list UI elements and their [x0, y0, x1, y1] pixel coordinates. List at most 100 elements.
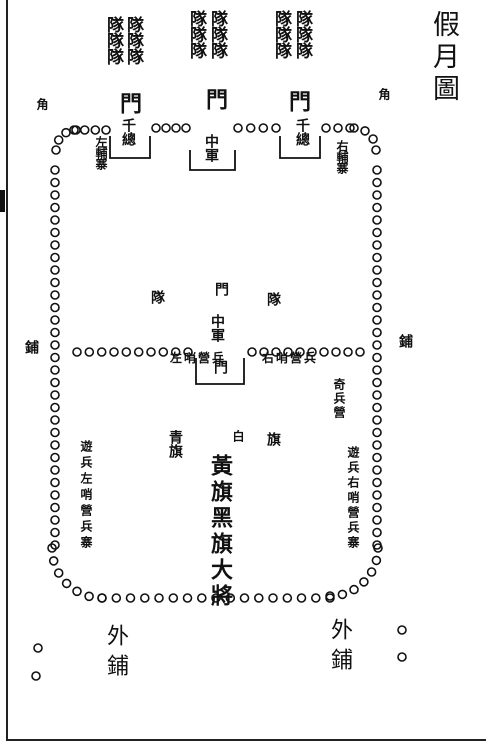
upper-note-left: 左輔寨 — [94, 136, 108, 169]
perimeter-circle — [51, 145, 61, 155]
perimeter-circle — [96, 347, 107, 357]
perimeter-circle — [161, 123, 171, 133]
perimeter-circle — [50, 452, 60, 463]
center-rank-mid: 門 — [213, 282, 229, 296]
perimeter-circle — [50, 352, 60, 363]
upper-note-right: 右輔寨 — [335, 140, 349, 173]
binding-edge-mark — [0, 190, 5, 212]
perimeter-circle — [372, 240, 382, 250]
perimeter-circle — [372, 215, 382, 225]
left-gate-bracket — [109, 136, 151, 159]
perimeter-circle — [372, 490, 382, 500]
gate-left: 門 — [116, 92, 142, 115]
lower-note-right-top: 奇兵營 — [332, 378, 346, 420]
gate-label-right: 千總 — [294, 118, 310, 146]
perimeter-circle — [333, 123, 343, 133]
perimeter-circle — [372, 315, 382, 325]
perimeter-circle — [295, 347, 305, 357]
perimeter-circle — [359, 577, 369, 587]
middle-right-flag: 旗 — [265, 432, 281, 446]
perimeter-circle — [372, 327, 382, 338]
perimeter-circle — [90, 125, 101, 135]
lower-note-right-bottom: 遊兵右哨營兵寨 — [346, 446, 360, 551]
perimeter-circle — [50, 290, 60, 300]
perimeter-circle — [372, 265, 382, 275]
perimeter-circle — [50, 390, 60, 400]
perimeter-circle — [121, 347, 132, 357]
perimeter-circle — [183, 347, 193, 357]
perimeter-circle — [111, 593, 122, 603]
perimeter-circle — [372, 465, 382, 475]
corner-note-left: 角 — [35, 98, 49, 109]
gate-right: 門 — [285, 90, 311, 113]
perimeter-circle — [372, 340, 382, 350]
perimeter-circle — [372, 427, 382, 438]
perimeter-circle — [349, 584, 359, 595]
perimeter-circle — [239, 593, 250, 603]
perimeter-circle — [372, 390, 382, 400]
perimeter-circle — [397, 652, 407, 662]
perimeter-circle — [321, 123, 331, 133]
perimeter-circle — [343, 347, 353, 357]
center-gate: 門 — [212, 360, 228, 374]
perimeter-circle — [84, 591, 94, 602]
perimeter-circle — [253, 593, 264, 603]
perimeter-circle — [101, 125, 111, 135]
center-rank-right: 隊 — [265, 292, 281, 306]
outer-post-left: 外鋪 — [103, 624, 128, 684]
gate-label-middle: 中軍 — [203, 134, 219, 162]
perimeter-circle — [72, 347, 82, 357]
perimeter-circle — [372, 302, 382, 313]
perimeter-circle — [50, 190, 60, 200]
perimeter-circle — [50, 402, 60, 413]
perimeter-circle — [50, 465, 60, 475]
perimeter-circle — [372, 452, 382, 463]
corner-note-right: 角 — [377, 88, 391, 99]
perimeter-circle — [372, 252, 382, 263]
cross-left-text: 左哨營兵 — [170, 351, 227, 365]
perimeter-circle — [97, 593, 107, 603]
center-gate-bracket — [195, 358, 245, 385]
perimeter-circle — [50, 365, 60, 375]
perimeter-circle — [372, 402, 382, 413]
perimeter-circle — [50, 540, 60, 550]
perimeter-circle — [50, 177, 60, 188]
perimeter-circle — [345, 123, 355, 133]
perimeter-circle — [109, 347, 119, 357]
perimeter-circle — [319, 347, 329, 357]
perimeter-circle — [50, 240, 60, 250]
perimeter-circle — [371, 145, 381, 155]
perimeter-circle — [33, 643, 43, 653]
perimeter-circle — [373, 543, 383, 553]
perimeter-circle — [170, 347, 181, 357]
camp-perimeter-circles — [31, 123, 407, 681]
perimeter-circle — [355, 347, 365, 357]
perimeter-circle — [50, 490, 60, 500]
gate-brackets — [109, 136, 321, 385]
perimeter-circle — [372, 352, 382, 363]
middle-left-flag: 青旗 — [167, 430, 183, 458]
perimeter-circle — [71, 125, 81, 135]
perimeter-circle — [151, 123, 161, 133]
perimeter-circle — [372, 165, 382, 175]
perimeter-circle — [360, 126, 370, 136]
perimeter-circle — [247, 347, 257, 357]
perimeter-circle — [50, 415, 60, 425]
perimeter-circle — [258, 123, 269, 133]
perimeter-circle — [331, 347, 341, 357]
perimeter-circle — [271, 347, 281, 357]
gate-label-left: 千總 — [120, 118, 136, 146]
perimeter-circle — [371, 555, 382, 566]
perimeter-circle — [61, 578, 72, 589]
perimeter-circle — [372, 290, 382, 300]
perimeter-circle — [50, 165, 60, 175]
perimeter-circle — [146, 347, 156, 357]
perimeter-circle — [53, 135, 64, 145]
middle-gate-bracket — [189, 150, 236, 171]
perimeter-circle — [47, 543, 57, 553]
perimeter-circle — [397, 625, 407, 635]
perimeter-circle — [337, 589, 348, 600]
perimeter-circle — [50, 515, 60, 525]
perimeter-circle — [50, 327, 60, 338]
